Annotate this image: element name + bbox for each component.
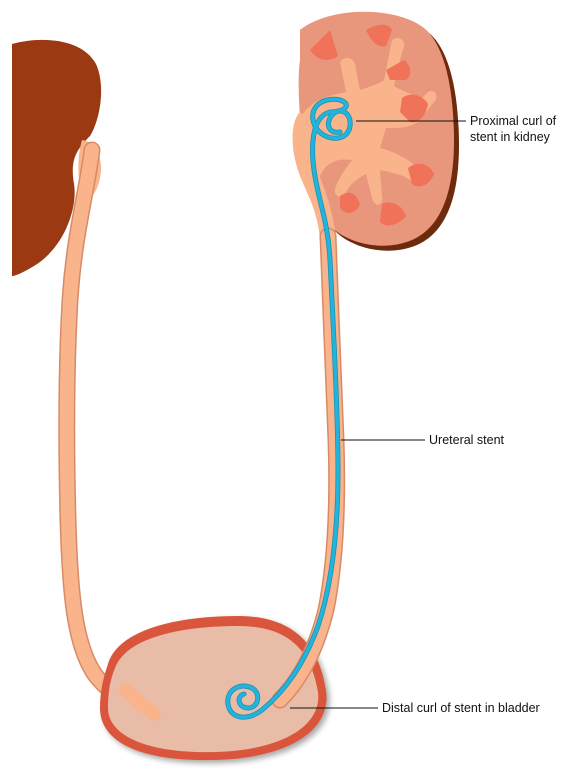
proximal-curl-label-line2: stent in kidney <box>470 129 556 145</box>
distal-curl-label: Distal curl of stent in bladder <box>382 700 540 716</box>
proximal-curl-label: Proximal curl of stent in kidney <box>470 113 556 145</box>
proximal-curl-label-line1: Proximal curl of <box>470 113 556 129</box>
left-ureter <box>67 150 154 714</box>
ureteral-stent-label: Ureteral stent <box>429 432 504 448</box>
